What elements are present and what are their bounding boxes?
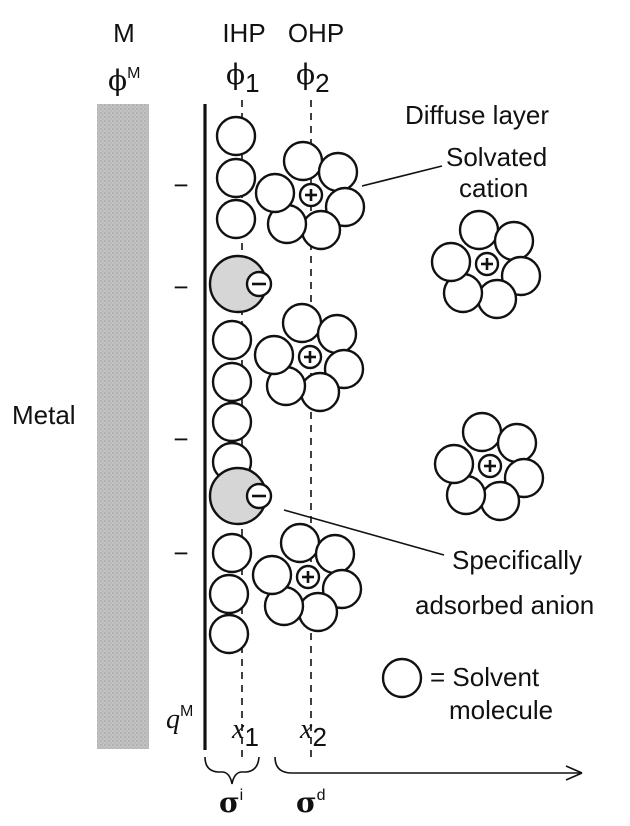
phi2-label: ϕ2 (296, 58, 330, 98)
solvent-molecule (430, 241, 472, 283)
solvated-cation-label-line1: Solvated (446, 142, 547, 172)
solvent-molecule (208, 573, 250, 615)
solvated-cation-1 (254, 140, 366, 251)
specifically-adsorbed-label-line2: adsorbed anion (415, 590, 594, 620)
solvent-molecule (215, 115, 257, 157)
adsorbed-anion-2 (208, 466, 273, 526)
solvent-molecule (493, 220, 535, 262)
diffuse-layer-label: Diffuse layer (405, 100, 549, 130)
solvent-molecule (476, 278, 518, 320)
surface-charge-3: − (173, 424, 188, 454)
x2-label: x2 (299, 714, 327, 752)
legend-line1: = Solvent (430, 662, 540, 692)
solvent-molecule (251, 554, 293, 596)
ohp-label: OHP (288, 18, 344, 48)
solvent-molecule (299, 371, 341, 413)
solvated-cation-label-line2: cation (459, 173, 528, 203)
solvated-cation-3 (251, 522, 363, 633)
ihp-label: IHP (222, 18, 265, 48)
solvent-molecule (211, 532, 253, 574)
adsorbed-anion-1 (208, 254, 273, 314)
solvent-molecule (282, 140, 324, 182)
solvent-molecule (458, 209, 500, 251)
surface-charge-4: − (173, 538, 188, 568)
solvent-molecule (314, 533, 356, 575)
q-metal-label: qM (166, 703, 193, 735)
solvated-cation-5 (433, 411, 545, 522)
solvent-molecule (281, 302, 323, 344)
specifically-adsorbed-label-line1: Specifically (452, 545, 582, 575)
solvent-molecule (316, 313, 358, 355)
surface-charge-1: − (173, 170, 188, 200)
solvent-molecule (253, 334, 295, 376)
sigma-d-brace-arrow (274, 756, 582, 774)
phi1-label: ϕ1 (226, 58, 260, 98)
metal-slab (97, 104, 149, 749)
solvent-molecule (211, 361, 253, 403)
metal-label: Metal (12, 400, 76, 430)
solvent-molecule (211, 401, 253, 443)
inner-solvent-layer (208, 115, 257, 655)
solvent-molecule (208, 613, 250, 655)
solvent-molecule (300, 209, 342, 251)
solvent-molecule (215, 157, 257, 199)
solvent-molecule (254, 172, 296, 214)
solvent-molecule (317, 151, 359, 193)
x1-label: x1 (231, 714, 259, 752)
solvent-molecule (433, 443, 475, 485)
solvent-molecule (496, 422, 538, 464)
surface-charge-2: − (173, 272, 188, 302)
sigma-i-brace (204, 756, 260, 785)
sigma-i-label: σi (219, 786, 243, 819)
solvent-molecule (461, 411, 503, 453)
sigma-d-label: σd (296, 786, 326, 819)
legend-solvent-molecule-icon (381, 657, 423, 699)
legend-line2: molecule (449, 695, 553, 725)
solvent-molecule (211, 319, 253, 361)
arrowhead-icon (565, 765, 583, 781)
solvent-molecule (297, 591, 339, 633)
metal-symbol-label: M (113, 18, 135, 48)
solvent-molecule (215, 198, 257, 240)
specifically-adsorbed-leader (283, 509, 445, 556)
phi-metal-label: ϕM (108, 64, 140, 97)
solvated-cation-4 (430, 209, 542, 320)
solvent-molecule (479, 480, 521, 522)
solvated-cation-leader (361, 165, 443, 187)
solvent-molecule (279, 522, 321, 564)
solvated-cation-2 (253, 302, 365, 413)
